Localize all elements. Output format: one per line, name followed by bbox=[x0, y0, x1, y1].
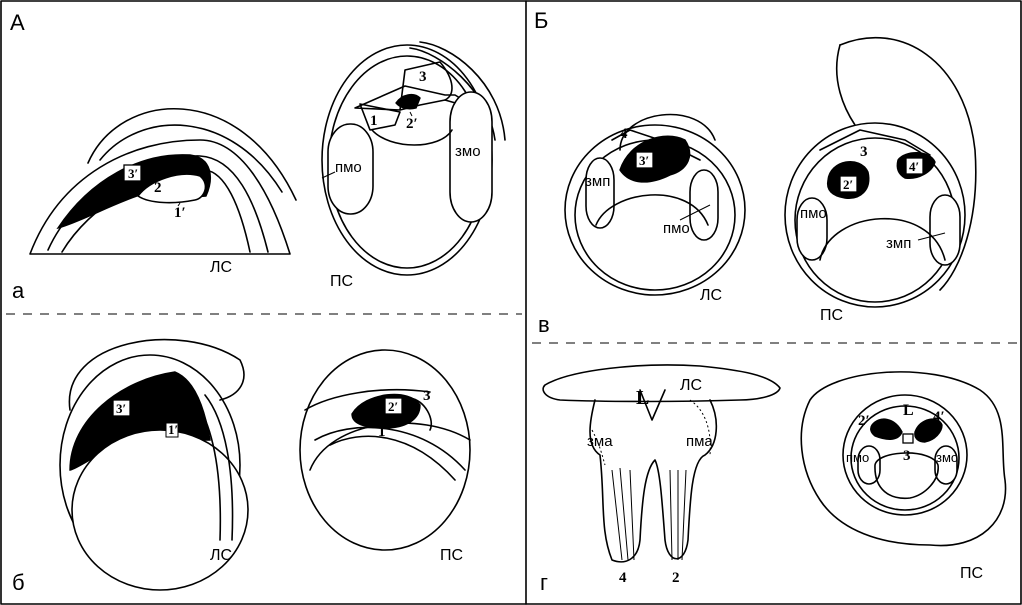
label-1prime-b: 1′ bbox=[168, 422, 178, 437]
label-2prime-b: 2′ bbox=[388, 399, 398, 414]
black-region-2prime bbox=[396, 95, 420, 109]
label-2-b: 2 bbox=[166, 404, 174, 420]
label-2-g: 2 bbox=[672, 570, 680, 586]
label-3-b: 3 bbox=[423, 388, 431, 404]
label-3: 3 bbox=[419, 69, 427, 85]
outer-ring-b bbox=[300, 350, 470, 550]
label-1-b: 1 bbox=[378, 424, 386, 440]
label-2prime: 2′ bbox=[406, 116, 418, 132]
drawing-v-left: 3′ 4 2 змп пмо ЛС bbox=[565, 115, 745, 304]
label-4prime-g: 4′ bbox=[933, 409, 945, 425]
label-3prime: 3′ bbox=[128, 166, 138, 181]
label-zmp-v: змп bbox=[585, 173, 610, 190]
label-2: 2 bbox=[154, 180, 162, 196]
caption-PS-g: ПС bbox=[960, 565, 983, 582]
row-letter-g: г bbox=[540, 570, 548, 595]
caption-PS-vr: ПС bbox=[820, 307, 843, 324]
lower-arc-vr bbox=[820, 219, 945, 260]
row-letter-a: а bbox=[12, 278, 25, 303]
label-2-v: 2 bbox=[665, 156, 673, 172]
mid-arc bbox=[315, 428, 465, 470]
label-pmo-g: пмо bbox=[846, 450, 869, 465]
label-pmo-v: пмо bbox=[663, 220, 690, 237]
label-zmo-g: змо bbox=[936, 450, 958, 465]
drawing-g-left: L ЛС зма пма 4 2 bbox=[543, 365, 780, 586]
label-1prime: 1′ bbox=[174, 205, 186, 221]
panel-letter-A: А bbox=[10, 10, 25, 35]
caption-LS-g: ЛС bbox=[680, 377, 702, 394]
label-4-g: 4 bbox=[619, 570, 627, 586]
panel-letter-B: Б bbox=[534, 8, 548, 33]
black-region-2prime-g bbox=[871, 419, 902, 439]
center-square-g bbox=[903, 434, 913, 443]
label-zmp-vr: змп bbox=[886, 235, 911, 252]
label-4prime-vr: 4′ bbox=[909, 159, 919, 174]
drawing-v-right: 3 2′ 4′ пмо змп ПС bbox=[785, 38, 976, 324]
label-L-g: L bbox=[636, 387, 649, 409]
label-3-g: 3 bbox=[903, 448, 911, 464]
caption-LS-a: ЛС bbox=[210, 259, 232, 276]
drawing-a-left: 3′ 2 1′ ЛС bbox=[30, 109, 296, 276]
upper-arc bbox=[310, 423, 470, 470]
zmp-lobe-vr bbox=[930, 195, 960, 265]
caption-PS-a: ПС bbox=[330, 273, 353, 290]
label-L-gr: L bbox=[903, 402, 914, 419]
label-3prime-b: 3′ bbox=[116, 401, 126, 416]
caption-PS-b: ПС bbox=[440, 547, 463, 564]
label-zma-g: зма bbox=[587, 433, 613, 450]
tall-hood-left bbox=[837, 45, 855, 125]
label-2prime-g: 2′ bbox=[858, 413, 870, 429]
center-link bbox=[372, 130, 452, 145]
row-letter-v: в bbox=[538, 312, 550, 337]
label-2prime-vr: 2′ bbox=[843, 177, 853, 192]
drawing-b-right: 2′ 3 1 ПС bbox=[300, 350, 470, 564]
label-1: 1 bbox=[370, 113, 378, 129]
label-pma-g: пма bbox=[686, 433, 713, 450]
drawing-b-left: 3′ 2 1′ ЛС bbox=[60, 340, 248, 590]
label-3-vr: 3 bbox=[860, 144, 868, 160]
caption-LS-v: ЛС bbox=[700, 287, 722, 304]
caption-LS-b: ЛС bbox=[210, 547, 232, 564]
label-pmo: пмо bbox=[335, 159, 362, 176]
drawing-g-right: 2′ L 4′ пмо змо 3 ПС bbox=[801, 372, 1005, 582]
pmo-lobe-v bbox=[690, 170, 718, 240]
drawing-a-right: 3 1 2′ пмо змо ПС bbox=[322, 42, 505, 290]
fork-left-lines bbox=[612, 468, 634, 560]
top-plate-vr bbox=[820, 130, 930, 155]
label-zmo: змо bbox=[455, 143, 481, 160]
label-4-v: 4 bbox=[620, 126, 628, 142]
fork-right-lines bbox=[670, 470, 686, 560]
row-letter-b: б bbox=[12, 570, 25, 595]
lower-body bbox=[72, 430, 248, 590]
fork-body-g bbox=[590, 400, 716, 562]
mid-arc-2 bbox=[330, 436, 455, 480]
label-pmo-vr: пмо bbox=[800, 205, 827, 222]
label-3prime-v: 3′ bbox=[639, 153, 649, 168]
